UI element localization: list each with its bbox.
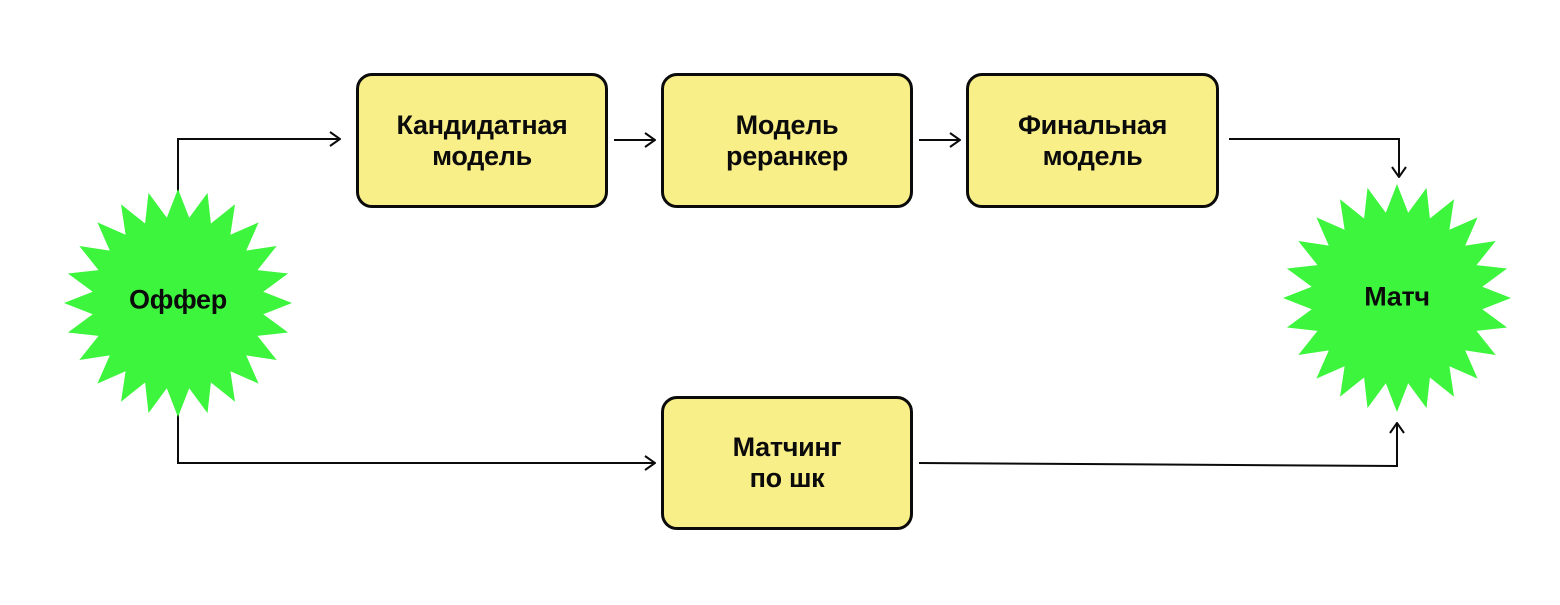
edge-barcode-to-match [918,423,1397,468]
candidate-model-label: Кандидатная модель [396,109,568,171]
final-model-label: Финальная модель [1017,109,1168,171]
match-label: Матч [1364,281,1430,312]
barcode-matching-box: Матчинг по шк [661,396,913,530]
edge-final-to-match [1229,138,1399,177]
candidate-model-box: Кандидатная модель [356,73,608,208]
reranker-model-box: Модель реранкер [661,73,913,208]
barcode-matching-label: Матчинг по шк [732,432,842,493]
final-model-box: Финальная модель [966,73,1219,208]
offer-label: Оффер [129,284,227,315]
reranker-model-label: Модель реранкер [726,109,848,171]
edge-offer-to-barcode [177,395,655,463]
edge-offer-to-candidate [177,139,340,210]
